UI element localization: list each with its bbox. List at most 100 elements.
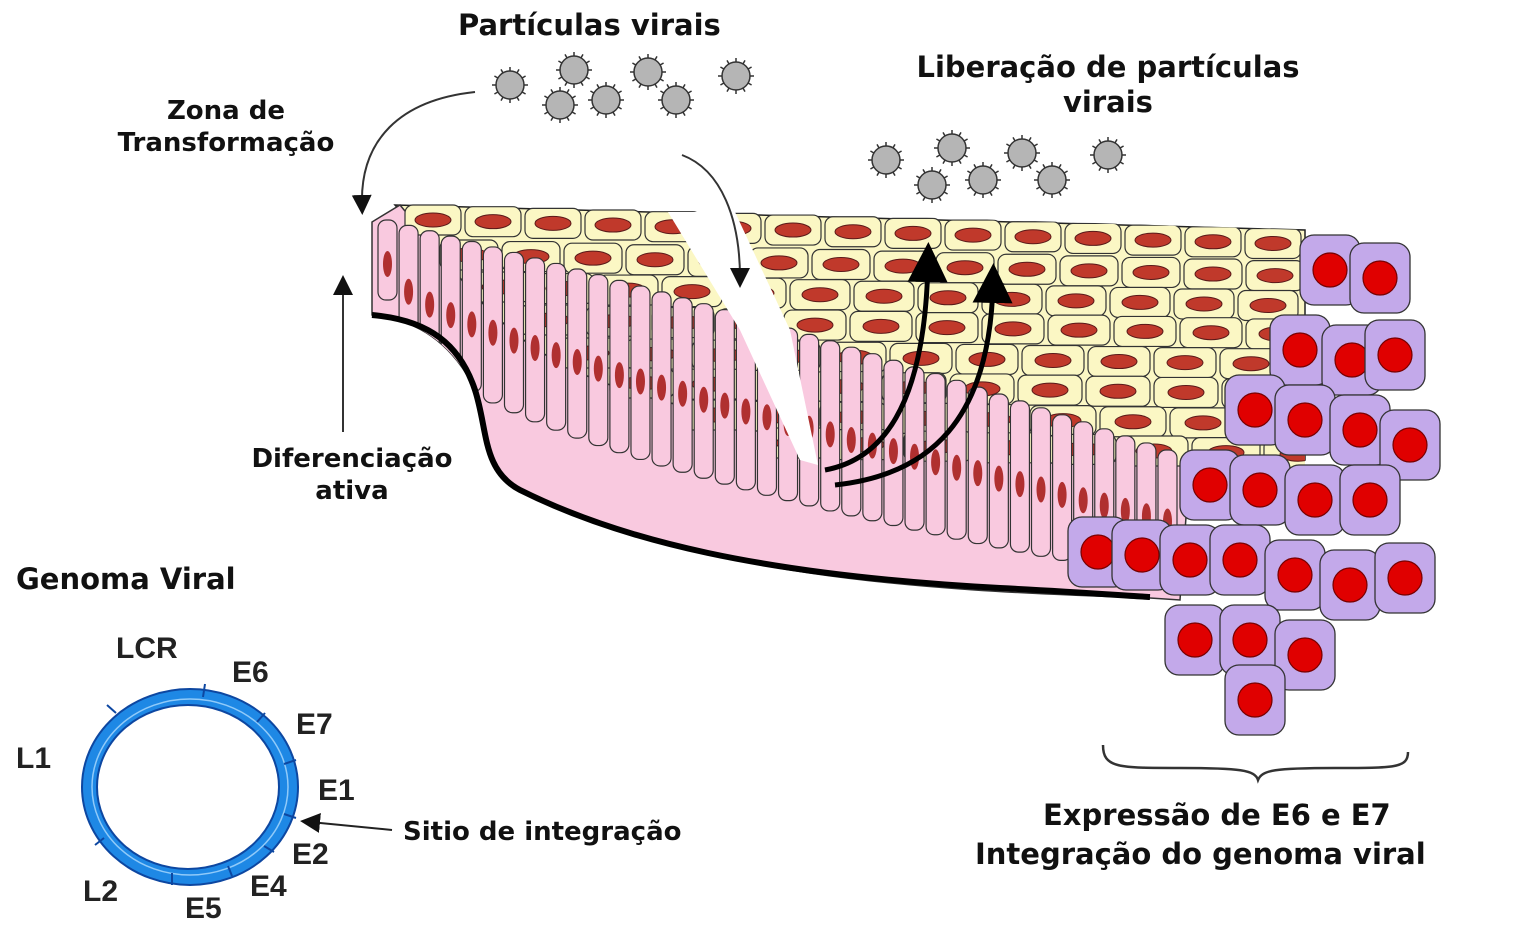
superficial-cell bbox=[1060, 256, 1118, 286]
superficial-cell bbox=[1245, 228, 1301, 258]
transformed-cell bbox=[1270, 315, 1330, 385]
superficial-cell bbox=[998, 254, 1056, 284]
superficial-cell bbox=[1048, 315, 1110, 345]
basal-cell bbox=[631, 286, 650, 459]
basal-cell bbox=[989, 394, 1008, 548]
superficial-cell bbox=[1018, 375, 1082, 405]
superficial-cell bbox=[1174, 289, 1234, 319]
superficial-cell bbox=[465, 207, 521, 237]
superficial-cell bbox=[525, 208, 581, 238]
superficial-cell bbox=[1022, 345, 1084, 375]
viral-particle bbox=[965, 162, 1001, 198]
viral-particle bbox=[588, 82, 624, 118]
genome-label-e5: E5 bbox=[185, 892, 222, 926]
superficial-cell bbox=[1154, 377, 1218, 407]
basal-cell bbox=[968, 387, 987, 543]
genome-label-e7: E7 bbox=[296, 708, 333, 742]
superficial-cell bbox=[790, 280, 850, 310]
superficial-cell bbox=[765, 215, 821, 245]
superficial-cell bbox=[1086, 376, 1150, 406]
arrow-integration-site bbox=[310, 822, 392, 830]
basal-cell bbox=[378, 220, 397, 300]
genome-label-e2: E2 bbox=[292, 838, 329, 872]
basal-cell bbox=[589, 275, 608, 446]
superficial-cell bbox=[1122, 257, 1180, 287]
superficial-cell bbox=[850, 311, 912, 341]
transformed-cell bbox=[1350, 243, 1410, 313]
viral-particle bbox=[934, 130, 970, 166]
superficial-cell bbox=[1246, 261, 1304, 291]
basal-cell bbox=[1010, 401, 1029, 552]
basal-cell bbox=[504, 252, 523, 412]
viral-particles-entry bbox=[492, 52, 754, 123]
genome-label-e6: E6 bbox=[232, 656, 269, 690]
viral-particle bbox=[1034, 162, 1070, 198]
genome-label-l2: L2 bbox=[83, 875, 118, 909]
transformed-cell bbox=[1210, 525, 1270, 595]
basal-cell bbox=[420, 231, 439, 365]
superficial-cell bbox=[585, 210, 641, 240]
label-integracao-genoma: Integração do genoma viral bbox=[975, 837, 1426, 872]
arrow-zona-transformacao bbox=[362, 92, 475, 205]
viral-particles-released bbox=[868, 130, 1126, 203]
brace-transformed-region bbox=[1103, 745, 1408, 780]
superficial-cell bbox=[564, 243, 622, 273]
transformed-cell bbox=[1340, 465, 1400, 535]
genome-label-e4: E4 bbox=[250, 870, 287, 904]
superficial-cell bbox=[1046, 286, 1106, 316]
genome-label-l1: L1 bbox=[16, 742, 51, 776]
superficial-cell bbox=[1110, 287, 1170, 317]
label-particulas-virais: Partículas virais bbox=[458, 8, 721, 43]
basal-cell bbox=[842, 347, 861, 516]
label-zona-transformacao: Zona de Transformação bbox=[95, 96, 357, 159]
superficial-cell bbox=[874, 251, 932, 281]
label-genoma-viral: Genoma Viral bbox=[16, 562, 236, 597]
superficial-cell bbox=[1114, 316, 1176, 346]
genome-label-e1: E1 bbox=[318, 774, 355, 808]
viral-particle bbox=[914, 167, 950, 203]
transformed-cell bbox=[1275, 385, 1335, 455]
basal-cell bbox=[673, 298, 692, 472]
transformed-cell bbox=[1165, 605, 1225, 675]
label-liberacao: Liberação de partículas virais bbox=[868, 50, 1348, 121]
superficial-cell bbox=[1184, 259, 1242, 289]
basal-cell bbox=[884, 360, 903, 525]
superficial-cell bbox=[936, 253, 994, 283]
transformed-cell bbox=[1265, 540, 1325, 610]
superficial-cell bbox=[945, 220, 1001, 250]
superficial-cell bbox=[885, 218, 941, 248]
basal-cell bbox=[526, 258, 545, 422]
basal-cell bbox=[399, 225, 418, 346]
viral-particle bbox=[492, 67, 528, 103]
basal-cell bbox=[947, 380, 966, 539]
viral-particle bbox=[556, 52, 592, 88]
transformed-cell bbox=[1320, 550, 1380, 620]
label-sitio-integracao: Sitio de integração bbox=[403, 817, 681, 849]
basal-cell bbox=[547, 263, 566, 430]
transformed-cell bbox=[1365, 320, 1425, 390]
basal-cell bbox=[483, 247, 502, 403]
basal-cell bbox=[652, 292, 671, 466]
transformed-cell bbox=[1225, 665, 1285, 735]
viral-particle bbox=[718, 58, 754, 94]
transformed-cell bbox=[1375, 543, 1435, 613]
basal-cell bbox=[610, 280, 629, 452]
superficial-cell bbox=[1088, 347, 1150, 377]
superficial-cell bbox=[626, 245, 684, 275]
superficial-cell bbox=[812, 250, 870, 280]
viral-particle bbox=[542, 87, 578, 123]
superficial-cell bbox=[1185, 227, 1241, 257]
viral-particle bbox=[1004, 135, 1040, 171]
basal-cell bbox=[568, 269, 587, 438]
transformed-cell bbox=[1230, 455, 1290, 525]
superficial-cell bbox=[1065, 223, 1121, 253]
superficial-cell bbox=[1125, 225, 1181, 255]
superficial-cell bbox=[1180, 318, 1242, 348]
label-diferenciacao-ativa: Diferenciação ativa bbox=[232, 444, 472, 507]
superficial-cell bbox=[1005, 222, 1061, 252]
superficial-cell bbox=[825, 217, 881, 247]
genome-label-lcr: LCR bbox=[116, 632, 178, 666]
basal-cell bbox=[926, 374, 945, 535]
basal-cell bbox=[715, 310, 734, 484]
viral-particle bbox=[868, 142, 904, 178]
